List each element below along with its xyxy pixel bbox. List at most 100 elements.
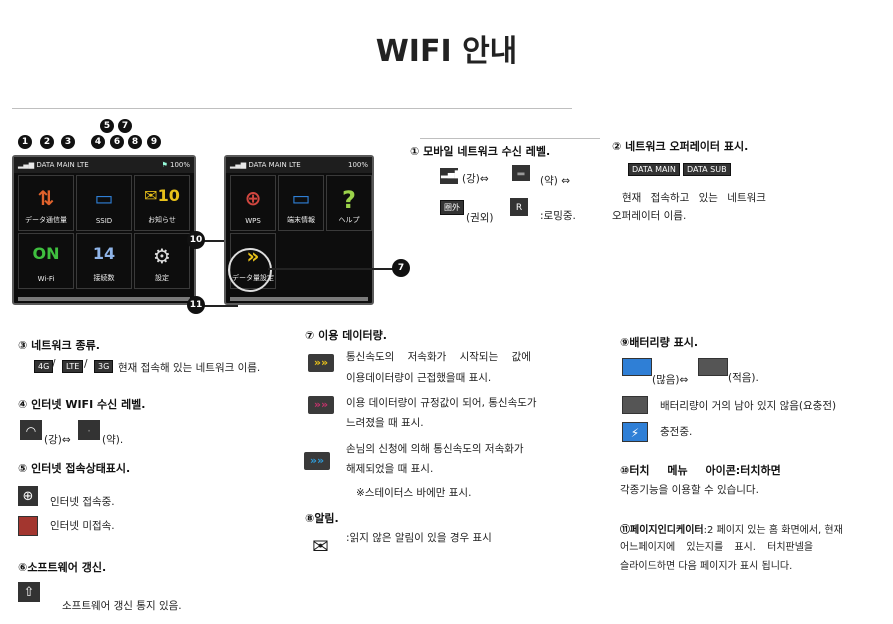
battery-empty-icon (622, 396, 648, 414)
data-limit-red-icon: »» (308, 396, 334, 414)
callout-line (268, 268, 394, 270)
label: (강)⇔ (44, 434, 71, 446)
description: 어느페이지에 있는지를 표시. 터치판넬을 (620, 542, 814, 553)
tile-connections[interactable]: 14 接続数 (76, 233, 132, 289)
divider (420, 138, 600, 139)
data-main-tag: DATA MAIN (628, 163, 680, 176)
battery-indicator: 100% (347, 161, 368, 169)
label: 인터넷 미접속. (50, 520, 115, 532)
status-bar: ▂▄▆ DATA MAIN LTE ⚑ 100% (14, 157, 194, 173)
globe-connected-icon: ⊕ (18, 486, 38, 506)
section-heading: ① 모바일 네트워크 수신 레벨. (410, 145, 551, 158)
wifi-strong-icon: ◠ (20, 420, 42, 440)
callout-line (196, 240, 238, 242)
home-screen-page-1: ▂▄▆ DATA MAIN LTE ⚑ 100% ⇅ データ通信量 ▭ SSID… (12, 155, 196, 305)
description: 해제되었을 때 표시. (346, 463, 434, 475)
label: (적음). (728, 372, 759, 384)
globe-disconnected-icon (18, 516, 38, 536)
tile-wifi[interactable]: ON Wi-Fi (18, 233, 74, 289)
label: (권외) (466, 212, 494, 224)
battery-full-icon (622, 358, 652, 376)
callout-line (196, 305, 238, 307)
description: :읽지 않은 알림이 있을 경우 표시 (346, 532, 492, 544)
label: :로밍중. (540, 210, 576, 222)
signal-icon: ▂▄▆ (18, 161, 35, 169)
tile-notice[interactable]: ✉10 お知らせ (134, 175, 190, 231)
label: 인터넷 접속중. (50, 496, 115, 508)
description: 이용데이터량이 근접했을때 표시. (346, 372, 492, 384)
callout-9: 9 (147, 135, 161, 149)
section-heading: ③ 네트워크 종류. (18, 339, 100, 352)
section-heading: ⑨배터리량 표시. (620, 336, 699, 349)
callout-10: 10 (187, 231, 205, 249)
mail-icon: ✉10 (144, 186, 180, 205)
tile-help[interactable]: ? ヘルプ (326, 175, 372, 231)
wifi-weak-icon: · (78, 420, 100, 440)
data-release-blue-icon: »» (304, 452, 330, 470)
label: (약) ⇔ (540, 175, 570, 187)
highlight-circle (228, 248, 272, 292)
3g-tag: 3G (94, 360, 114, 373)
charging-icon: ⚡ (622, 422, 648, 442)
device-icon: ▭ (291, 186, 311, 210)
section-heading: ⑩터치 메뉴 아이콘:터치하면 (620, 464, 781, 477)
data-arrows-icon: ⇅ (37, 186, 55, 210)
page-indicator (18, 297, 190, 301)
callout-7: 7 (392, 259, 410, 277)
roaming-icon: R (510, 198, 528, 216)
description: 느려졌을 때 표시. (346, 417, 424, 429)
battery-indicator: ⚑ 100% (161, 161, 190, 169)
label: (많음)⇔ (652, 374, 689, 386)
description: 현재 접속하고 있는 네트워크 (622, 192, 766, 204)
section-heading: ⑦ 이용 데이터량. (305, 329, 387, 342)
note: ※스테이터스 바에만 표시. (356, 487, 472, 499)
wps-icon: ⊕ (244, 186, 262, 210)
description: 이용 데이터량이 규정값이 되어, 통신속도가 (346, 397, 537, 409)
label: (약). (102, 434, 124, 446)
gear-icon: ⚙ (153, 244, 171, 268)
operator-label: DATA MAIN LTE (36, 161, 89, 169)
section-heading: ⑥소프트웨어 갱신. (18, 561, 107, 574)
status-bar: ▂▄▆ DATA MAIN LTE 100% (226, 157, 372, 173)
page-indicator (230, 297, 368, 301)
section-heading: ⑧알림. (305, 512, 339, 525)
section-heading: ⑪페이지인디케이터:2 페이지 있는 홈 화면에서, 현재 (620, 525, 843, 536)
mail-icon: ✉ (312, 534, 329, 558)
separator: / (84, 358, 88, 370)
data-warning-yellow-icon: »» (308, 354, 334, 372)
wifi-on-icon: ON (32, 244, 60, 263)
tile-data-usage[interactable]: ⇅ データ通信量 (18, 175, 74, 231)
tile-wps[interactable]: ⊕ WPS (230, 175, 276, 231)
tile-settings[interactable]: ⚙ 設定 (134, 233, 190, 289)
description: 손님의 신청에 의해 통신속도의 저속화가 (346, 443, 524, 455)
callout-7: 7 (118, 119, 132, 133)
callout-8: 8 (128, 135, 142, 149)
callout-1: 1 (18, 135, 32, 149)
lte-tag: LTE (62, 360, 84, 373)
callout-6: 6 (110, 135, 124, 149)
divider (12, 108, 572, 109)
page-title: WIFI 안내 (375, 34, 518, 69)
4g-tag: 4G (34, 360, 54, 373)
out-of-service-tag: 圏外 (440, 200, 464, 215)
home-screen-page-2: ▂▄▆ DATA MAIN LTE 100% ⊕ WPS ▭ 端末情報 ? ヘル… (224, 155, 374, 305)
description: 각종기능을 이용할 수 있습니다. (620, 484, 759, 496)
update-arrow-icon: ⇧ (18, 582, 40, 602)
battery-low-icon (698, 358, 728, 376)
help-icon: ? (342, 186, 356, 214)
description: 현재 접속해 있는 네트워크 이름. (118, 362, 261, 374)
tile-ssid[interactable]: ▭ SSID (76, 175, 132, 231)
signal-icon: ▂▄▆ (230, 161, 247, 169)
description: 배터리량이 거의 남아 있지 않음(요충전) (660, 400, 837, 412)
label: (강)⇔ (462, 173, 489, 185)
description: 오퍼레이터 이름. (612, 210, 687, 222)
description: 슬라이드하면 다음 페이지가 표시 됩니다. (620, 561, 793, 572)
ssid-icon: ▭ (94, 186, 114, 210)
section-heading: ② 네트워크 오퍼레이터 표시. (612, 140, 749, 153)
callout-4: 4 (91, 135, 105, 149)
signal-strong-icon: ▂▄▆ (440, 168, 462, 184)
tile-device-info[interactable]: ▭ 端末情報 (278, 175, 324, 231)
callout-5: 5 (100, 119, 114, 133)
section-heading: ④ 인터넷 WIFI 수신 레벨. (18, 398, 146, 411)
callout-2: 2 (40, 135, 54, 149)
